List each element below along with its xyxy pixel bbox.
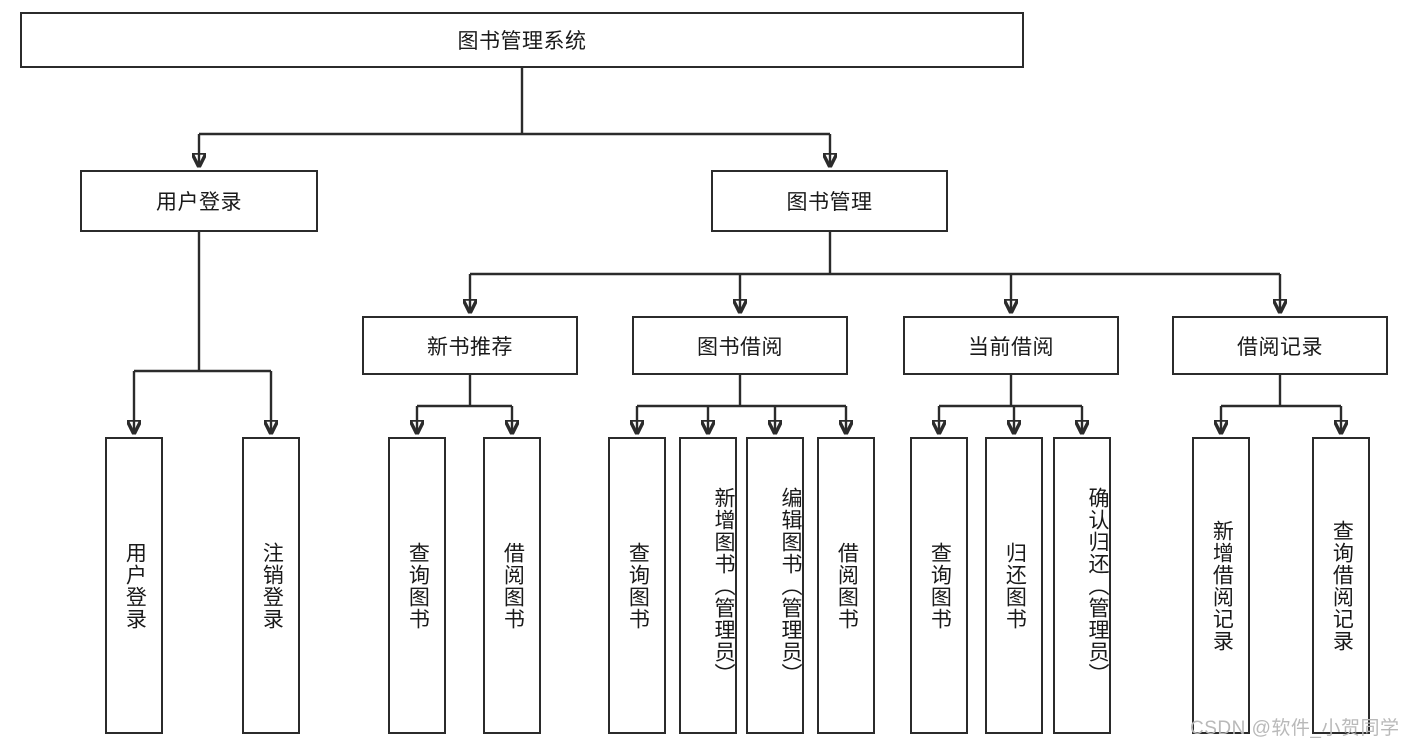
node-current-borrow[interactable]: 当前借阅 bbox=[903, 316, 1119, 375]
node-leaf-add-record-label: 新增借阅记录 bbox=[1210, 519, 1234, 652]
node-leaf-user-login[interactable]: 用户登录 bbox=[105, 437, 163, 734]
node-leaf-query-book-rec-label: 查询图书 bbox=[406, 541, 430, 630]
csdn-watermark-text: CSDN @软件_小贺同学 bbox=[1190, 718, 1400, 739]
node-new-book-rec[interactable]: 新书推荐 bbox=[362, 316, 578, 375]
node-leaf-edit-book[interactable]: 编辑图书（管理员） bbox=[746, 437, 804, 734]
node-borrow-record-label: 借阅记录 bbox=[1237, 335, 1323, 359]
node-book-borrow-label: 图书借阅 bbox=[697, 335, 783, 359]
node-leaf-logout[interactable]: 注销登录 bbox=[242, 437, 300, 734]
node-root-label: 图书管理系统 bbox=[457, 30, 587, 53]
node-leaf-logout-label: 注销登录 bbox=[260, 541, 284, 630]
node-book-manage[interactable]: 图书管理 bbox=[711, 170, 948, 232]
node-leaf-user-login-label: 用户登录 bbox=[123, 541, 147, 630]
node-leaf-query-book-cur[interactable]: 查询图书 bbox=[910, 437, 968, 734]
node-leaf-query-book-cur-label: 查询图书 bbox=[928, 541, 952, 630]
node-leaf-add-book-label: 新增图书（管理员） bbox=[712, 486, 735, 685]
node-leaf-return-book[interactable]: 归还图书 bbox=[985, 437, 1043, 734]
node-leaf-borrow-book-rec-label: 借阅图书 bbox=[501, 541, 525, 630]
node-leaf-query-record[interactable]: 查询借阅记录 bbox=[1312, 437, 1370, 734]
node-leaf-query-book-rec[interactable]: 查询图书 bbox=[388, 437, 446, 734]
node-leaf-borrow-book-rec[interactable]: 借阅图书 bbox=[483, 437, 541, 734]
node-leaf-query-book-label: 查询图书 bbox=[626, 541, 650, 630]
node-leaf-edit-book-label: 编辑图书（管理员） bbox=[779, 486, 802, 685]
node-leaf-confirm-return[interactable]: 确认归还（管理员） bbox=[1053, 437, 1111, 734]
node-leaf-return-book-label: 归还图书 bbox=[1003, 541, 1027, 630]
node-leaf-borrow-book[interactable]: 借阅图书 bbox=[817, 437, 875, 734]
node-user-login[interactable]: 用户登录 bbox=[80, 170, 318, 232]
node-leaf-confirm-return-label: 确认归还（管理员） bbox=[1086, 486, 1109, 685]
node-leaf-borrow-book-label: 借阅图书 bbox=[835, 541, 859, 630]
node-book-manage-label: 图书管理 bbox=[786, 191, 873, 214]
node-book-borrow[interactable]: 图书借阅 bbox=[632, 316, 848, 375]
node-root[interactable]: 图书管理系统 bbox=[20, 12, 1024, 68]
csdn-watermark: CSDN @软件_小贺同学 bbox=[1190, 713, 1399, 740]
node-leaf-query-book[interactable]: 查询图书 bbox=[608, 437, 666, 734]
node-leaf-add-record[interactable]: 新增借阅记录 bbox=[1192, 437, 1250, 734]
node-leaf-query-record-label: 查询借阅记录 bbox=[1330, 519, 1354, 652]
node-borrow-record[interactable]: 借阅记录 bbox=[1172, 316, 1388, 375]
node-leaf-add-book[interactable]: 新增图书（管理员） bbox=[679, 437, 737, 734]
node-current-borrow-label: 当前借阅 bbox=[968, 335, 1054, 359]
node-user-login-label: 用户登录 bbox=[156, 191, 242, 214]
node-new-book-rec-label: 新书推荐 bbox=[427, 335, 513, 359]
